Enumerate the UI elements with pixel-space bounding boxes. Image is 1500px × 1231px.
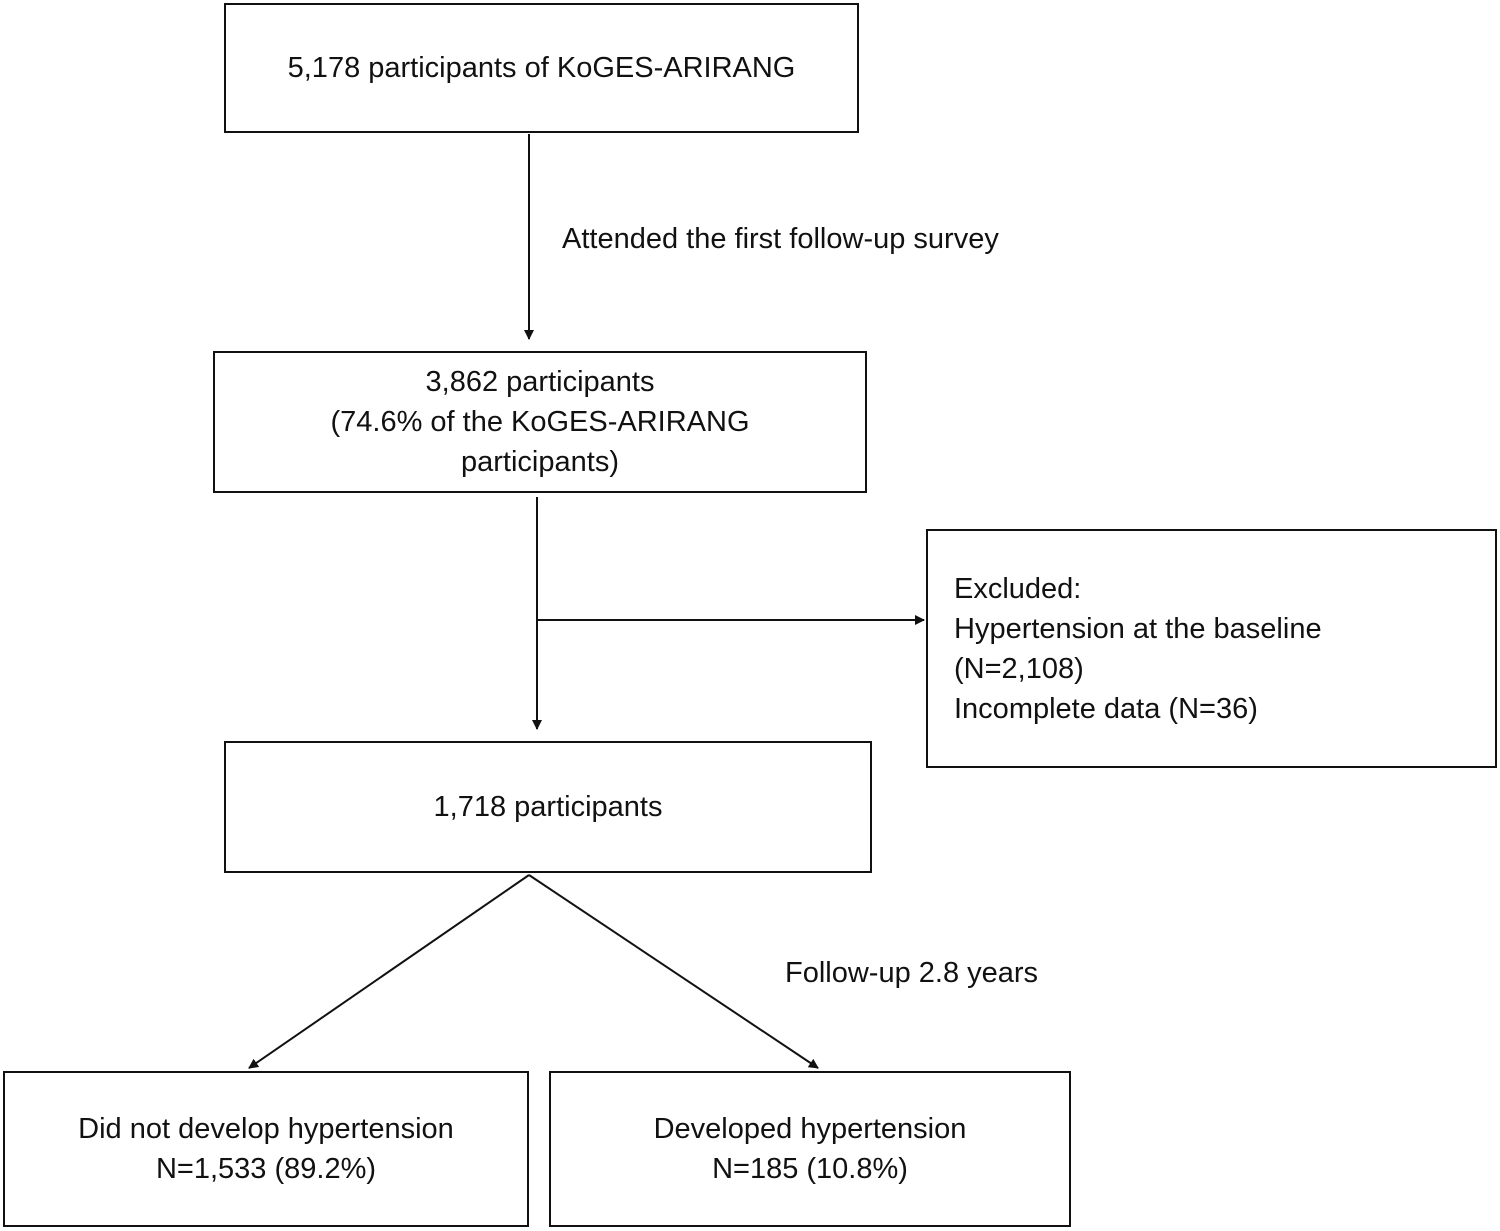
box-no-hypertension: Did not develop hypertension N=1,533 (89… (3, 1071, 529, 1227)
htn-title: Developed hypertension (653, 1113, 967, 1145)
excluded-reason-incomplete: Incomplete data (N=36) (954, 692, 1258, 725)
htn-count: N=185 (10.8%) (712, 1153, 908, 1185)
excluded-heading: Excluded: (954, 572, 1082, 605)
box-final-participants: 1,718 participants (224, 741, 872, 873)
excluded-reason-hypertension: Hypertension at the baseline (954, 612, 1322, 645)
box-hypertension: Developed hypertension N=185 (10.8%) (549, 1071, 1071, 1227)
final-count: 1,718 participants (433, 791, 663, 823)
arrow-final-to-no-htn (248, 874, 530, 1069)
label-followup-duration: Follow-up 2.8 years (785, 957, 1039, 989)
followup-percent: (74.6% of the KoGES-ARIRANG (330, 406, 750, 438)
arrow-final-to-htn (528, 874, 819, 1069)
no-htn-title: Did not develop hypertension (78, 1113, 454, 1145)
no-htn-count: N=1,533 (89.2%) (155, 1153, 377, 1185)
label-attended-followup: Attended the first follow-up survey (562, 223, 999, 255)
followup-count: 3,862 participants (425, 366, 655, 398)
total-text: 5,178 participants of KoGES-ARIRANG (287, 52, 796, 84)
excluded-hypertension-count: (N=2,108) (954, 652, 1084, 685)
followup-percent-cont: participants) (461, 446, 619, 478)
box-followup-participants: 3,862 participants (74.6% of the KoGES-A… (213, 351, 867, 493)
box-excluded: Excluded: Hypertension at the baseline (… (926, 529, 1497, 768)
box-total-participants: 5,178 participants of KoGES-ARIRANG (224, 3, 859, 133)
